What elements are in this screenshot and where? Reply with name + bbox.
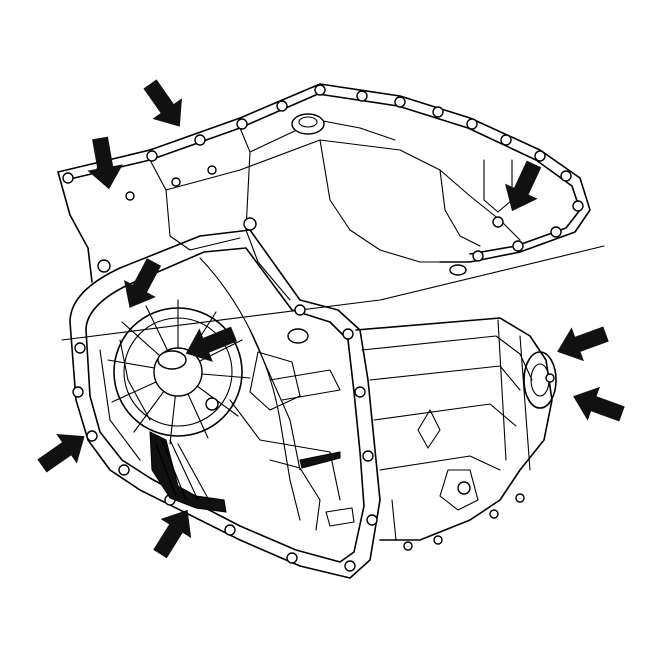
callout-arrow-bell-housing (124, 258, 162, 308)
section-line (61, 245, 605, 341)
extension-housing (355, 317, 557, 551)
interior-components (249, 328, 355, 527)
callout-arrow-top-right (505, 160, 542, 212)
callout-arrow-bottom (153, 509, 192, 559)
housing-bolts (62, 84, 584, 262)
callout-arrow-output-seal (557, 326, 609, 362)
callout-arrow-top-left (87, 136, 123, 190)
pump-hub (107, 299, 251, 445)
callout-arrow-output-lower (573, 386, 625, 422)
callout-arrow-left (37, 434, 85, 473)
valve-body (149, 431, 227, 513)
callout-arrows (37, 79, 625, 559)
bell-housing (69, 217, 381, 579)
callout-arrow-pump-hub (185, 326, 237, 362)
callout-arrow-top (143, 79, 182, 127)
